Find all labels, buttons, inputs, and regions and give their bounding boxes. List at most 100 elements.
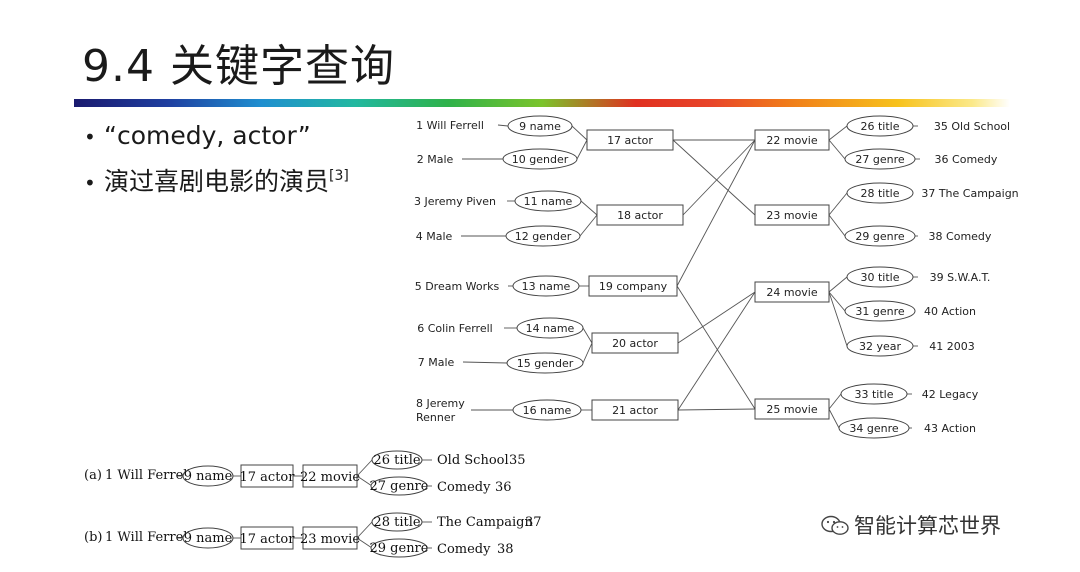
node-label: 42 Legacy xyxy=(922,388,979,401)
graph-edge xyxy=(828,125,848,141)
answer-title-attr: 28 title xyxy=(373,515,420,530)
bullet-dot: • xyxy=(84,171,96,195)
value-node: 37 The Campaign xyxy=(921,187,1018,200)
attribute-node: 30 title xyxy=(846,266,914,288)
bullet-item: •“comedy, actor” xyxy=(84,118,349,158)
entity-box xyxy=(596,204,684,226)
attribute-node: 31 genre xyxy=(844,300,916,322)
value-node: 4 Male xyxy=(416,230,453,243)
node-label: 38 Comedy xyxy=(929,230,992,243)
value-node: 41 2003 xyxy=(929,340,975,353)
graph-edge xyxy=(682,139,756,216)
citation: [3] xyxy=(329,168,349,184)
answer-genre-value: Comedy xyxy=(437,480,491,495)
entity-box xyxy=(754,129,830,151)
graph-edge xyxy=(676,285,756,410)
attribute-ellipse xyxy=(505,225,581,247)
graph-edge xyxy=(582,327,593,344)
graph-edge xyxy=(672,139,756,216)
attribute-node: 27 genre xyxy=(844,148,916,170)
value-node: 42 Legacy xyxy=(922,388,979,401)
node-label: 30 title xyxy=(861,271,900,284)
attribute-node: 15 gender xyxy=(506,352,584,374)
node-label: 37 The Campaign xyxy=(921,187,1018,200)
bullet-text: “comedy, actor” xyxy=(104,121,311,150)
attribute-node: 32 year xyxy=(846,335,914,357)
answer-edge xyxy=(356,537,373,549)
answer-actor: 17 actor xyxy=(240,532,296,547)
node-label: 22 movie xyxy=(766,134,818,147)
graph-edge xyxy=(497,124,509,127)
node-label: 11 name xyxy=(524,195,573,208)
answer-genre-attr: 27 genre xyxy=(370,479,429,494)
attribute-node: 10 gender xyxy=(502,148,578,170)
node-label: 25 movie xyxy=(766,403,818,416)
entity-node: 19 company xyxy=(588,275,678,297)
node-label: 26 title xyxy=(861,120,900,133)
node-label: 14 name xyxy=(526,322,575,335)
value-node: 3 Jeremy Piven xyxy=(414,195,496,208)
value-node: 40 Action xyxy=(924,305,976,318)
node-label: 16 name xyxy=(523,404,572,417)
node-label: 35 Old School xyxy=(934,120,1010,133)
entity-box xyxy=(586,129,674,151)
rainbow-divider xyxy=(74,99,1010,107)
slide-title: 9.4 关键字查询 xyxy=(82,41,395,92)
wechat-icon xyxy=(821,515,849,535)
bullet-item: • 演过喜剧电影的演员[3] xyxy=(84,158,349,198)
graph-edge xyxy=(571,125,588,141)
node-label: 33 title xyxy=(855,388,894,401)
answer-genre-id: 38 xyxy=(497,542,514,557)
answer-value: 1 Will Ferrell xyxy=(105,468,192,483)
attribute-node: 9 name xyxy=(507,115,573,137)
node-label: Renner xyxy=(416,411,456,424)
graph-edge xyxy=(580,200,598,216)
graph-edge xyxy=(582,342,593,364)
attribute-node: 14 name xyxy=(516,317,584,339)
node-label: 2 Male xyxy=(417,153,454,166)
node-label: 3 Jeremy Piven xyxy=(414,195,496,208)
node-label: 17 actor xyxy=(607,134,653,147)
node-label: 36 Comedy xyxy=(935,153,998,166)
node-label: 40 Action xyxy=(924,305,976,318)
graph-edge xyxy=(828,192,848,216)
graph-edge xyxy=(677,291,756,411)
graph-edge xyxy=(828,291,846,312)
answer-tag: (b) xyxy=(84,530,102,545)
graph-edge xyxy=(828,393,842,410)
node-label: 28 title xyxy=(861,187,900,200)
value-node: 39 S.W.A.T. xyxy=(930,271,991,284)
value-node: 1 Will Ferrell xyxy=(416,119,484,132)
attribute-ellipse xyxy=(844,225,916,247)
entity-box xyxy=(754,204,830,226)
attribute-ellipse xyxy=(506,352,584,374)
answer-genre-id: 36 xyxy=(495,480,512,495)
attribute-node: 13 name xyxy=(512,275,580,297)
graph-edge xyxy=(828,139,846,160)
answer-title-id: 37 xyxy=(525,515,542,530)
graph-edges xyxy=(461,124,920,429)
answer-movie: 22 movie xyxy=(300,470,360,485)
bullet-text: 演过喜剧电影的演员 xyxy=(104,167,330,196)
node-label: 20 actor xyxy=(612,337,658,350)
node-label: 41 2003 xyxy=(929,340,975,353)
attribute-ellipse xyxy=(846,266,914,288)
node-label: 31 genre xyxy=(855,305,904,318)
value-node: 6 Colin Ferrell xyxy=(417,322,492,335)
graph-nodes: 1 Will Ferrell 2 Male 3 Jeremy Piven 4 Male… xyxy=(414,115,1019,439)
attribute-node: 26 title xyxy=(846,115,914,137)
attribute-ellipse xyxy=(840,383,908,405)
answer-movie: 23 movie xyxy=(300,532,360,547)
node-label: 43 Action xyxy=(924,422,976,435)
node-label: 9 name xyxy=(519,120,561,133)
node-label: 1 Will Ferrell xyxy=(416,119,484,132)
answer-name-attr: 9 name xyxy=(184,531,233,546)
attribute-ellipse xyxy=(844,148,916,170)
graph-edge xyxy=(676,139,756,287)
entity-box xyxy=(591,399,679,421)
answer-genre-value: Comedy xyxy=(437,542,491,557)
node-label: 7 Male xyxy=(418,356,455,369)
